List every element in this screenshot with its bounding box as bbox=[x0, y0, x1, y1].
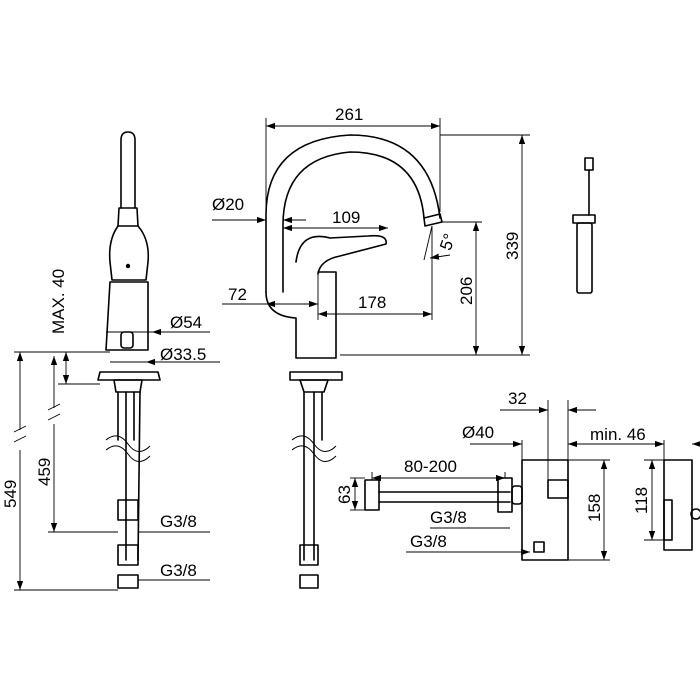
control-box-fitting bbox=[547, 479, 569, 499]
handle-front bbox=[108, 225, 150, 281]
sensor-window-front bbox=[120, 331, 134, 349]
control-box-body bbox=[521, 459, 569, 561]
dim-max-40: MAX. 40 bbox=[49, 269, 68, 334]
control-box-side bbox=[663, 459, 700, 551]
sensor-battery bbox=[576, 222, 593, 294]
dim-min-46: min. 46 bbox=[590, 425, 646, 444]
dim-dia-40: Ø40 bbox=[462, 423, 494, 442]
hose-front-1 bbox=[117, 391, 127, 561]
dim-dia-33-5: Ø33.5 bbox=[160, 345, 206, 364]
hose-front-2 bbox=[133, 391, 141, 561]
spout-collar-front bbox=[117, 207, 139, 227]
dim-5-degree: 5° bbox=[436, 231, 459, 253]
dim-g38-front-2: G3/8 bbox=[160, 561, 197, 580]
cable-plug bbox=[584, 157, 594, 171]
control-box-front bbox=[521, 459, 569, 561]
hose-side bbox=[303, 391, 323, 561]
shank-side bbox=[299, 379, 329, 393]
dim-g38-valve-1: G3/8 bbox=[430, 508, 467, 527]
dim-339: 339 bbox=[503, 232, 522, 260]
spout-arc-inner bbox=[282, 151, 425, 293]
dim-g38-valve-2: G3/8 bbox=[410, 532, 447, 551]
dim-72: 72 bbox=[228, 285, 247, 304]
fitting-side-2 bbox=[299, 574, 319, 589]
dim-118: 118 bbox=[632, 487, 651, 514]
break-mark-side bbox=[291, 435, 337, 462]
control-box-led bbox=[533, 541, 545, 553]
side-box-mount bbox=[663, 499, 673, 541]
dimension-lines bbox=[13, 118, 700, 591]
break-mark-front bbox=[105, 435, 151, 462]
dim-178: 178 bbox=[358, 293, 386, 312]
dim-63: 63 bbox=[335, 485, 354, 504]
dim-158: 158 bbox=[585, 494, 604, 522]
side-box-knob bbox=[690, 508, 700, 520]
side-box-body bbox=[663, 459, 693, 551]
dim-549: 549 bbox=[1, 480, 20, 508]
mount-shank-front bbox=[113, 379, 143, 393]
fitting-front-1 bbox=[117, 499, 139, 521]
dimension-labels: 261 Ø20 109 5° 339 206 72 178 MAX. 40 Ø5… bbox=[1, 105, 651, 580]
dim-459: 459 bbox=[35, 458, 54, 486]
valve-right-knob bbox=[511, 485, 523, 505]
handle-dot bbox=[125, 263, 131, 269]
connector-pipe bbox=[378, 491, 511, 503]
valve-left bbox=[364, 479, 380, 511]
base-side bbox=[289, 371, 343, 381]
dim-206: 206 bbox=[457, 277, 476, 305]
sensor-bracket bbox=[572, 214, 596, 224]
sensor-cable-view bbox=[572, 157, 596, 294]
dim-109: 109 bbox=[332, 208, 360, 227]
fitting-side-1 bbox=[299, 544, 319, 566]
fitting-front-3 bbox=[117, 574, 139, 589]
fitting-front-2 bbox=[117, 544, 139, 566]
dim-dia-20: Ø20 bbox=[212, 195, 244, 214]
spout-top-front bbox=[120, 131, 136, 209]
dim-80-200: 80-200 bbox=[404, 457, 457, 476]
spout-arc-outer bbox=[265, 134, 441, 293]
dim-32: 32 bbox=[508, 389, 527, 408]
body-front bbox=[105, 281, 149, 351]
side-body bbox=[265, 271, 337, 359]
lever-handle bbox=[295, 234, 387, 275]
side-view bbox=[265, 134, 443, 589]
front-view bbox=[97, 131, 161, 589]
dim-261: 261 bbox=[335, 105, 363, 124]
dim-g38-front-1: G3/8 bbox=[160, 512, 197, 531]
angle-valve-view bbox=[364, 477, 523, 513]
dim-dia-54: Ø54 bbox=[170, 313, 202, 332]
base-plate-front bbox=[97, 371, 161, 381]
valve-right bbox=[497, 477, 513, 513]
